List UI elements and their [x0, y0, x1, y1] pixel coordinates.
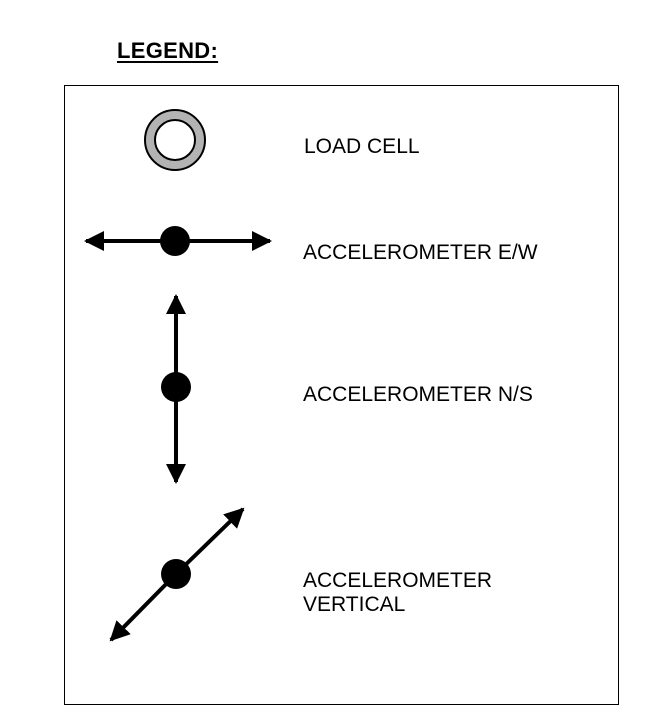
- accelerometer-ew-label: ACCELEROMETER E/W: [303, 241, 538, 264]
- accelerometer-vertical-label: ACCELEROMETER VERTICAL: [303, 569, 492, 617]
- load-cell-label: LOAD CELL: [304, 135, 420, 158]
- accelerometer-ns-label: ACCELEROMETER N/S: [303, 383, 533, 406]
- legend-title: LEGEND:: [117, 38, 219, 63]
- load-cell-icon: [144, 109, 206, 171]
- accelerometer-vertical-icon: [109, 507, 245, 642]
- accelerometer-ew-icon: [84, 226, 272, 256]
- accelerometer-ns-icon: [161, 294, 191, 484]
- accelerometer-vertical-label-line1: ACCELEROMETER: [303, 569, 493, 592]
- accelerometer-vertical-label-line2: VERTICAL: [303, 593, 406, 616]
